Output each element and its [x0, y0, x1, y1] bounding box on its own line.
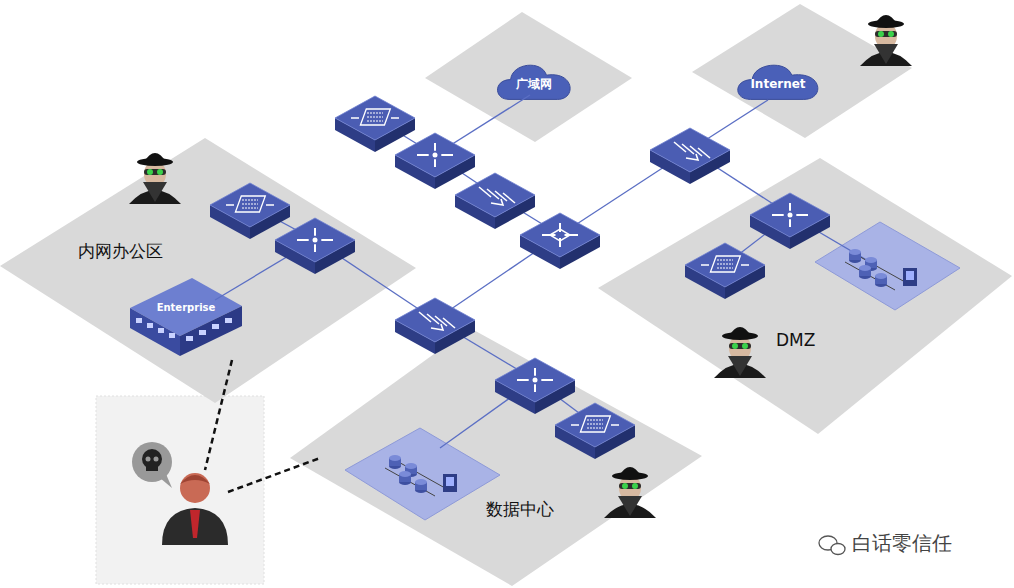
network-zone: DMZ — [598, 158, 1012, 434]
node-label: 广域网 — [516, 76, 552, 93]
building-shape — [130, 278, 242, 356]
zone-shape — [0, 138, 416, 403]
network-device — [650, 128, 730, 184]
network-cloud: Internet — [735, 62, 821, 106]
hacker-figure — [860, 15, 912, 66]
node-label: DMZ — [776, 330, 815, 350]
network-zone: 数据中心 — [290, 328, 702, 586]
hacker-figure — [129, 153, 181, 204]
hacker-figure — [604, 467, 656, 518]
node-label: 数据中心 — [486, 498, 554, 521]
network-device — [275, 218, 355, 274]
network-device — [335, 96, 415, 152]
network-cloud: 广域网 — [495, 62, 573, 106]
enterprise-building: Enterprise — [130, 278, 242, 356]
watermark-text: 白话零信任 — [852, 530, 952, 557]
hacker-figure — [714, 327, 766, 378]
network-device — [395, 298, 475, 354]
network-device — [455, 173, 535, 229]
network-device — [555, 403, 635, 459]
network-device — [210, 183, 290, 239]
network-device — [750, 193, 830, 249]
zone-shape — [290, 328, 702, 586]
wechat-logo — [819, 536, 845, 555]
node-label: Internet — [750, 77, 805, 91]
node-label: 内网办公区 — [78, 240, 163, 263]
insider-user — [132, 442, 228, 545]
zone-shape — [598, 158, 1012, 434]
network-device — [395, 133, 475, 189]
network-device — [495, 358, 575, 414]
network-zone: 内网办公区 Enterprise — [0, 138, 416, 403]
network-device — [520, 213, 600, 269]
network-device — [685, 243, 765, 299]
node-label: Enterprise — [157, 302, 216, 313]
